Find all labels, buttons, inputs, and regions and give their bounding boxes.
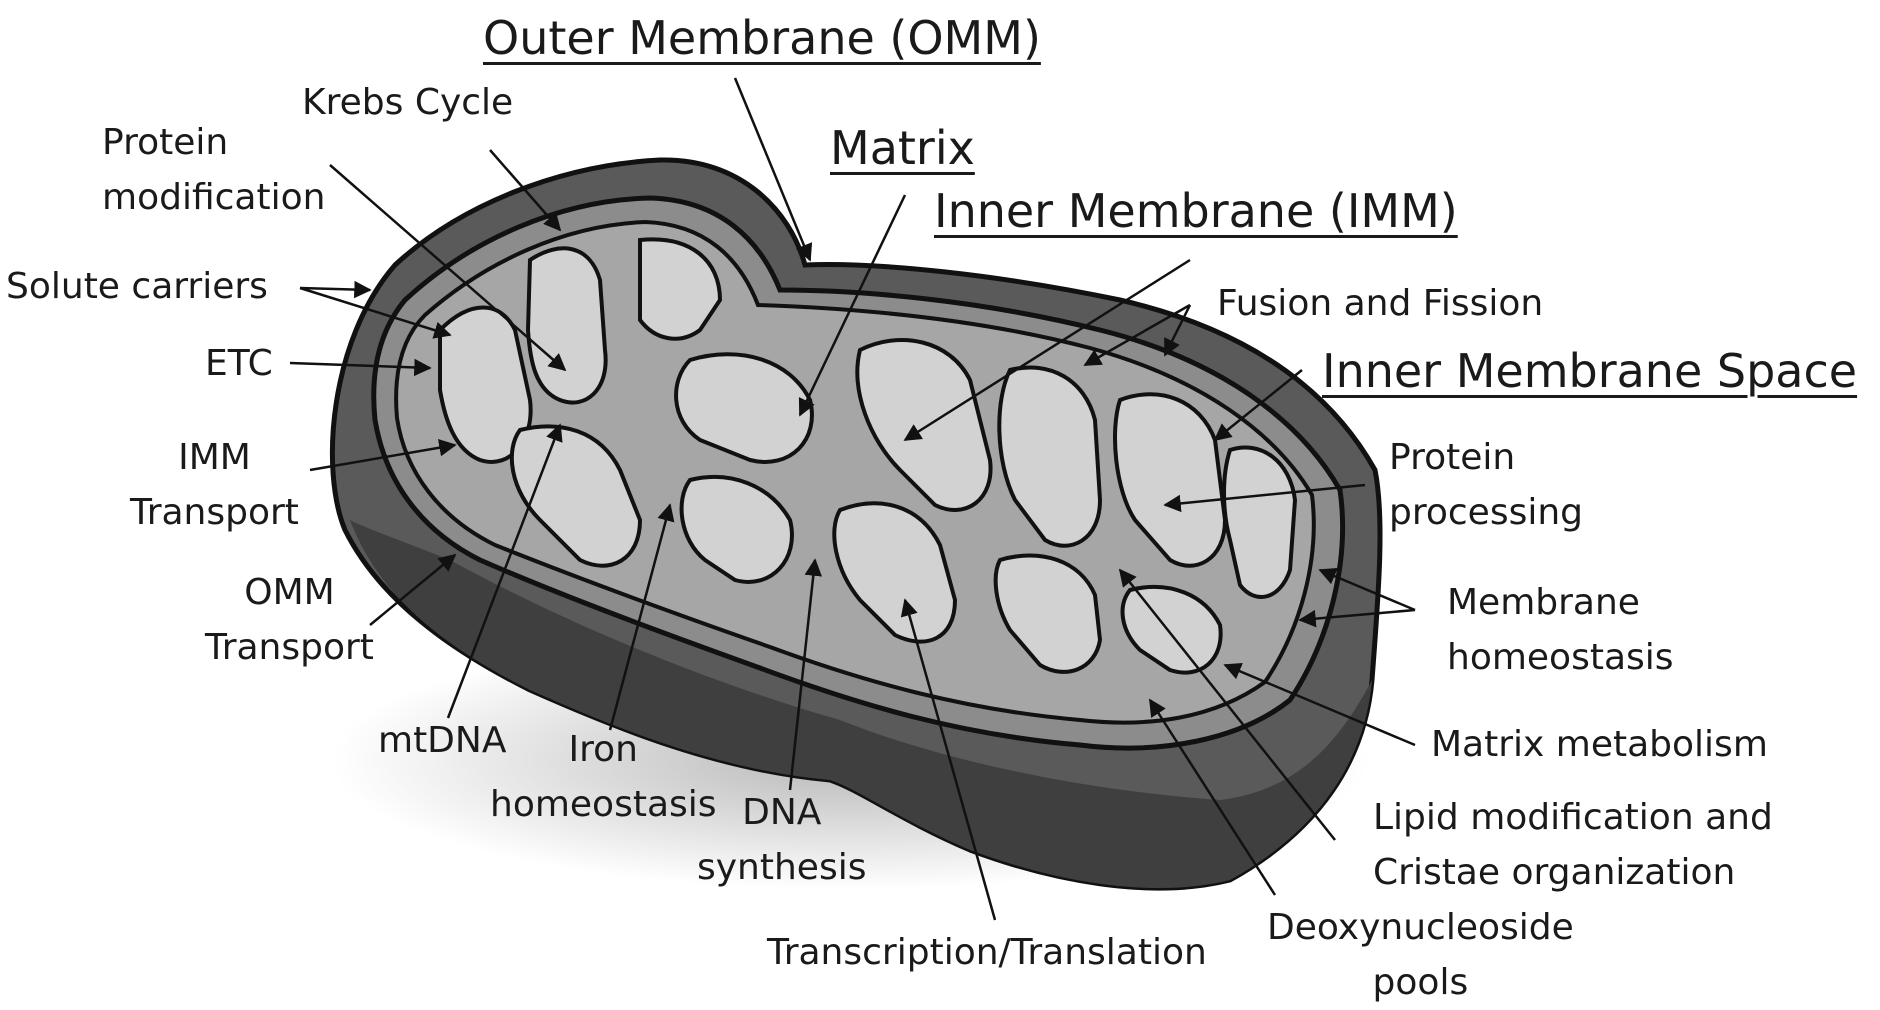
leader-matrix-metabolism [1223,663,1416,747]
label-membrane-homeostasis-line1: Membrane [1447,582,1640,623]
leader-protein-processing [1163,483,1366,513]
leader-imm [903,258,1191,442]
label-etc: ETC [205,343,273,384]
label-lipid-modification: Lipid modification and Cristae organizat… [1373,790,1773,900]
label-omm-transport: OMM Transport [205,565,374,675]
heading-inner-membrane: Inner Membrane (IMM) [934,184,1458,238]
leader-ims [1213,369,1303,442]
shell-lower-band [350,520,1372,889]
leader-fusion-fission-1 [1083,303,1191,367]
label-iron-homeostasis: Iron homeostasis [490,722,717,832]
label-lipid-modification-line1: Lipid modification and [1373,797,1773,838]
label-iron-homeostasis-line2: homeostasis [490,784,717,825]
heading-inner-membrane-space: Inner Membrane Space [1322,344,1858,398]
label-omm-transport-line2: Transport [205,627,374,668]
label-membrane-homeostasis-line2: homeostasis [1447,637,1674,678]
leader-imm-transport [309,439,457,472]
leader-fusion-fission-2 [1163,304,1192,357]
label-krebs-cycle: Krebs Cycle [302,82,514,123]
leader-mtdna [446,423,563,719]
leader-solute-carriers-1 [299,286,452,339]
leader-membrane-homeostasis-2 [1298,608,1416,628]
leader-transcription-translation [900,598,997,921]
label-dna-synthesis-line2: synthesis [697,847,867,888]
label-imm-transport-line1: IMM [178,437,251,478]
leader-lipid-modification [1118,568,1336,841]
label-deoxynucleoside-pools-line1: Deoxynucleoside [1267,907,1574,948]
label-protein-modification-line2: modification [102,177,326,218]
label-deoxynucleoside-pools: Deoxynucleoside pools [1267,900,1574,1010]
leader-protein-modification [329,164,567,372]
label-dna-synthesis-line1: DNA [742,792,822,833]
label-protein-modification: Protein modification [102,115,325,225]
label-imm-transport-line2: Transport [130,492,299,533]
label-membrane-homeostasis: Membrane homeostasis [1447,575,1674,685]
label-transcription-translation: Transcription/Translation [767,932,1207,973]
leader-omm [733,77,813,262]
heading-outer-membrane: Outer Membrane (OMM) [483,11,1041,65]
label-protein-processing-line2: processing [1389,492,1584,533]
leader-deoxynucleoside-pools [1148,698,1277,896]
label-omm-transport-line1: OMM [244,572,335,613]
label-imm-transport: IMM Transport [130,430,299,540]
label-dna-synthesis: DNA synthesis [697,785,866,895]
leader-solute-carriers-2 [299,280,372,299]
heading-matrix: Matrix [830,121,975,175]
label-protein-modification-line1: Protein [102,122,229,163]
leader-iron-homeostasis [608,503,675,731]
leader-omm-transport [369,553,457,626]
label-fusion-fission: Fusion and Fission [1217,283,1544,324]
leader-krebs-cycle [489,149,562,232]
label-lipid-modification-line2: Cristae organization [1373,852,1736,893]
leader-lines [289,77,1416,921]
label-matrix-metabolism: Matrix metabolism [1431,724,1768,765]
label-solute-carriers: Solute carriers [6,266,268,307]
label-mtdna: mtDNA [378,720,507,761]
label-deoxynucleoside-pools-line2: pools [1372,962,1469,1003]
leader-dna-synthesis [788,558,822,791]
label-protein-processing-line1: Protein [1389,437,1516,478]
leader-etc [289,358,432,377]
label-protein-processing: Protein processing [1389,430,1583,540]
leader-matrix [798,194,907,417]
label-iron-homeostasis-line1: Iron [568,729,638,770]
leader-membrane-homeostasis-1 [1318,568,1416,612]
